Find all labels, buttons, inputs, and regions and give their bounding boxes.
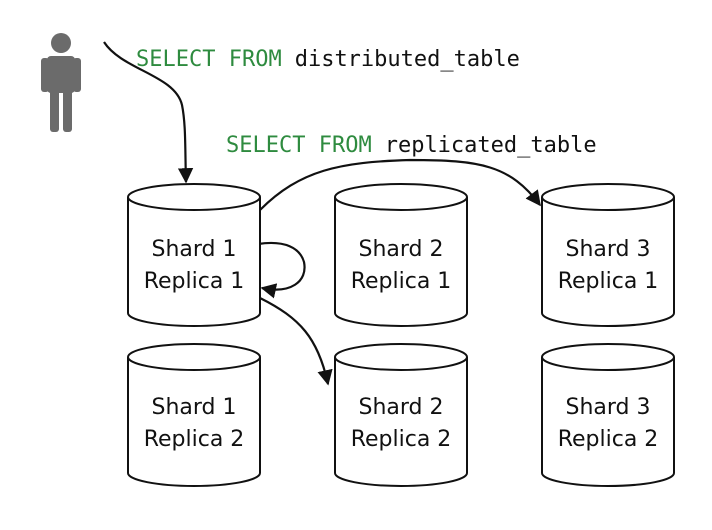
node-label-shard: Shard 1 bbox=[151, 237, 236, 262]
arrow-shard1-replica1-to-shard3-replica1 bbox=[259, 158, 541, 211]
node-label-replica: Replica 1 bbox=[558, 269, 659, 294]
arrow-shard1-replica1-self-loop bbox=[257, 241, 306, 299]
node-label-shard: Shard 2 bbox=[358, 395, 443, 420]
node-shard3-replica1: Shard 3 Replica 1 bbox=[541, 183, 675, 327]
node-shard2-replica2: Shard 2 Replica 2 bbox=[334, 343, 468, 487]
node-label-replica: Replica 1 bbox=[144, 269, 245, 294]
node-label-shard: Shard 2 bbox=[358, 237, 443, 262]
node-label-replica: Replica 1 bbox=[351, 269, 452, 294]
node-label-replica: Replica 2 bbox=[144, 427, 245, 452]
arrow-user-to-shard1-replica1 bbox=[103, 41, 194, 184]
arrow-shard1-replica1-to-shard2-replica2 bbox=[259, 297, 333, 386]
distributed-query-keyword: SELECT FROM bbox=[136, 47, 282, 72]
node-label-replica: Replica 2 bbox=[351, 427, 452, 452]
node-label-shard: Shard 1 bbox=[151, 395, 236, 420]
replicated-query-keyword: SELECT FROM bbox=[226, 133, 372, 158]
replicated-query-label: SELECT FROM replicated_table bbox=[226, 133, 597, 158]
node-label-shard: Shard 3 bbox=[565, 395, 650, 420]
node-label-replica: Replica 2 bbox=[558, 427, 659, 452]
node-shard3-replica2: Shard 3 Replica 2 bbox=[541, 343, 675, 487]
node-label-shard: Shard 3 bbox=[565, 237, 650, 262]
distributed-query-table: distributed_table bbox=[295, 47, 520, 72]
distributed-query-label: SELECT FROM distributed_table bbox=[136, 47, 520, 72]
person-icon bbox=[41, 33, 81, 132]
node-shard2-replica1: Shard 2 Replica 1 bbox=[334, 183, 468, 327]
node-shard1-replica2: Shard 1 Replica 2 bbox=[127, 343, 261, 487]
node-shard1-replica1: Shard 1 Replica 1 bbox=[127, 183, 261, 327]
replicated-query-table: replicated_table bbox=[385, 133, 597, 158]
